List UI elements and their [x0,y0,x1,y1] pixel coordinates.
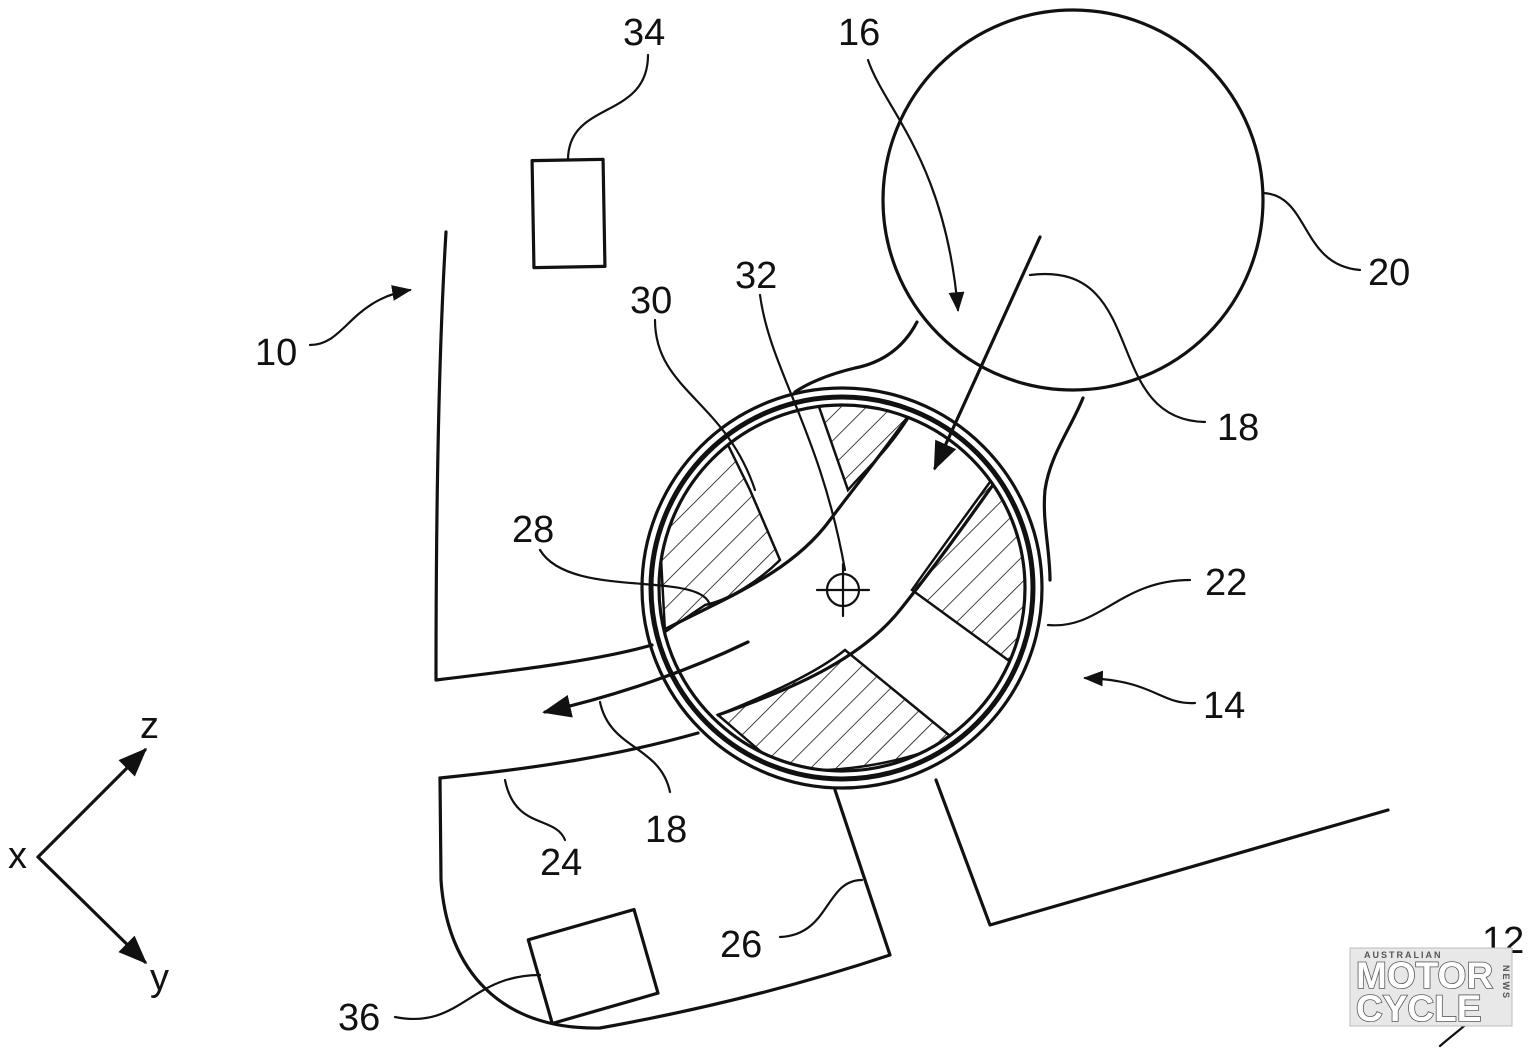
label-36: 36 [338,997,380,1039]
flow-arrow-inlet [935,237,1040,468]
box-36 [528,910,658,1024]
arrow-14 [1085,678,1195,703]
label-34: 34 [623,12,665,54]
label-26: 26 [720,924,762,966]
label-14: 14 [1203,685,1245,727]
label-28: 28 [512,509,554,551]
watermark-line2: CYCLE [1356,988,1481,1029]
label-18-top: 18 [1217,407,1259,449]
label-32: 32 [735,255,777,297]
label-30: 30 [630,280,672,322]
arrow-10 [310,290,410,345]
leader-22 [1048,580,1190,625]
component-20-circle [883,10,1263,390]
label-16: 16 [838,12,880,54]
coordinate-axes: z x y [8,705,169,999]
label-10: 10 [255,332,297,374]
watermark-side-text: NEWS [1501,965,1511,1000]
leader-18-top [1030,274,1205,422]
label-24: 24 [540,842,582,884]
axis-y-label: y [150,957,169,999]
axis-z-label: z [140,705,159,747]
leader-20 [1263,193,1360,270]
hatch-top [818,404,915,490]
flow-arrow-outlet [545,642,748,712]
watermark-logo: AUSTRALIAN MOTOR CYCLE NEWS [1350,948,1512,1029]
leader-18-bottom [600,702,670,792]
duct-upper-right [1044,398,1083,580]
label-20: 20 [1368,252,1410,294]
label-22: 22 [1205,562,1247,604]
housing-lower-wall [440,733,698,778]
housing-left-wall [436,232,652,680]
axis-x-label: x [8,835,27,877]
box-34 [532,159,605,267]
leader-34 [568,55,648,160]
housing-right-duct [936,780,1388,925]
duct-upper-left [795,322,917,392]
leader-26 [780,880,862,937]
leader-24 [505,780,565,840]
label-18-bottom: 18 [645,809,687,851]
center-mark-32 [817,564,869,616]
